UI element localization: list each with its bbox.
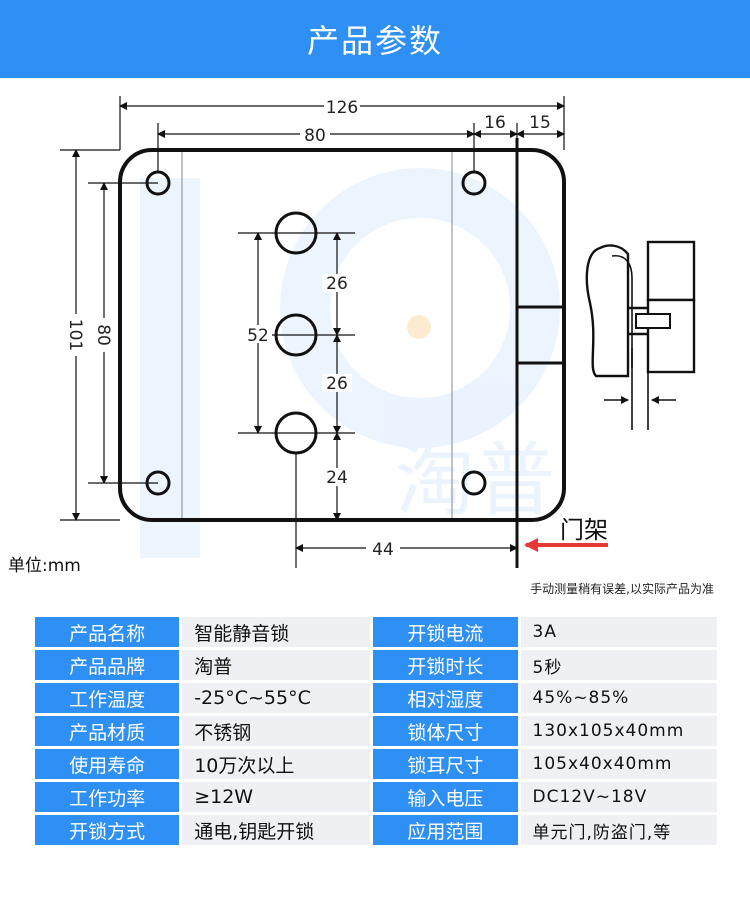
spec-row: 产品品牌 淘普 开锁时长 5秒 <box>35 650 717 680</box>
spec-value: 淘普 <box>182 650 371 680</box>
dim-label-hole-spacing-width: 80 <box>304 126 326 146</box>
spec-row: 工作功率 ≥12W 输入电压 DC12V~18V <box>35 782 717 812</box>
spec-row: 工作温度 -25°C~55°C 相对湿度 45%~85% <box>35 683 717 713</box>
spec-value: 通电,钥匙开锁 <box>182 815 371 845</box>
unit-label: 单位:mm <box>8 556 81 576</box>
spec-key: 锁体尺寸 <box>373 716 518 746</box>
watermark: 淘普 <box>140 168 560 558</box>
diagram-svg: 淘普 <box>60 96 696 568</box>
spec-value: DC12V~18V <box>520 782 717 812</box>
spec-key: 开锁方式 <box>35 815 180 845</box>
dim-label-right-offset-b: 15 <box>529 113 551 133</box>
spec-key: 输入电压 <box>373 782 518 812</box>
spec-value: 45%~85% <box>520 683 717 713</box>
header-banner: 产品参数 <box>0 0 750 78</box>
spec-value: 不锈钢 <box>182 716 371 746</box>
spec-value: -25°C~55°C <box>182 683 371 713</box>
dim-label-gap-upper: 26 <box>326 274 348 294</box>
spec-value: 3A <box>520 617 717 647</box>
watermark-text: 淘普 <box>395 434 555 527</box>
dim-label-right-offset-a: 16 <box>484 113 506 133</box>
spec-value: 单元门,防盗门,等 <box>520 815 717 845</box>
spec-value: ≥12W <box>182 782 371 812</box>
spec-value: 智能静音锁 <box>182 617 371 647</box>
spec-key: 开锁电流 <box>373 617 518 647</box>
page-title: 产品参数 <box>306 22 443 60</box>
spec-key: 产品名称 <box>35 617 180 647</box>
spec-key: 应用范围 <box>373 815 518 845</box>
spec-row: 产品名称 智能静音锁 开锁电流 3A <box>35 617 717 647</box>
latch-tongue <box>515 305 566 365</box>
door-frame-label: 门架 <box>560 516 608 544</box>
spec-key: 产品材质 <box>35 716 180 746</box>
dim-label-total-height: 101 <box>65 319 85 351</box>
dim-label-total-width: 126 <box>326 98 358 118</box>
dim-label-bottom-width: 44 <box>372 540 394 560</box>
mount-hole-br <box>461 470 487 496</box>
spec-key: 开锁时长 <box>373 650 518 680</box>
spec-key: 相对湿度 <box>373 683 518 713</box>
dim-label-center-span: 52 <box>247 326 269 346</box>
spec-value: 10万次以上 <box>182 749 371 779</box>
spec-key: 产品品牌 <box>35 650 180 680</box>
spec-value: 105x40x40mm <box>520 749 717 779</box>
dim-label-bottom-offset: 24 <box>326 468 348 488</box>
spec-key: 锁耳尺寸 <box>373 749 518 779</box>
side-view-illustration <box>585 240 696 430</box>
spec-row: 产品材质 不锈钢 锁体尺寸 130x105x40mm <box>35 716 717 746</box>
spec-row: 开锁方式 通电,钥匙开锁 应用范围 单元门,防盗门,等 <box>35 815 717 845</box>
spec-table: 产品名称 智能静音锁 开锁电流 3A 产品品牌 淘普 开锁时长 5秒 工作温度 … <box>32 614 720 848</box>
spec-value: 5秒 <box>520 650 717 680</box>
spec-row: 使用寿命 10万次以上 锁耳尺寸 105x40x40mm <box>35 749 717 779</box>
watermark-bar <box>140 178 200 558</box>
spec-value: 130x105x40mm <box>520 716 717 746</box>
dim-label-gap-lower: 26 <box>326 374 348 394</box>
spec-key: 工作功率 <box>35 782 180 812</box>
spec-key: 工作温度 <box>35 683 180 713</box>
lock-dimension-diagram: 淘普 <box>0 78 750 608</box>
spec-key: 使用寿命 <box>35 749 180 779</box>
dim-label-hole-spacing-height: 80 <box>93 324 113 346</box>
measurement-note: 手动测量稍有误差,以实际产品为准 <box>530 582 714 596</box>
watermark-dot <box>407 315 431 339</box>
